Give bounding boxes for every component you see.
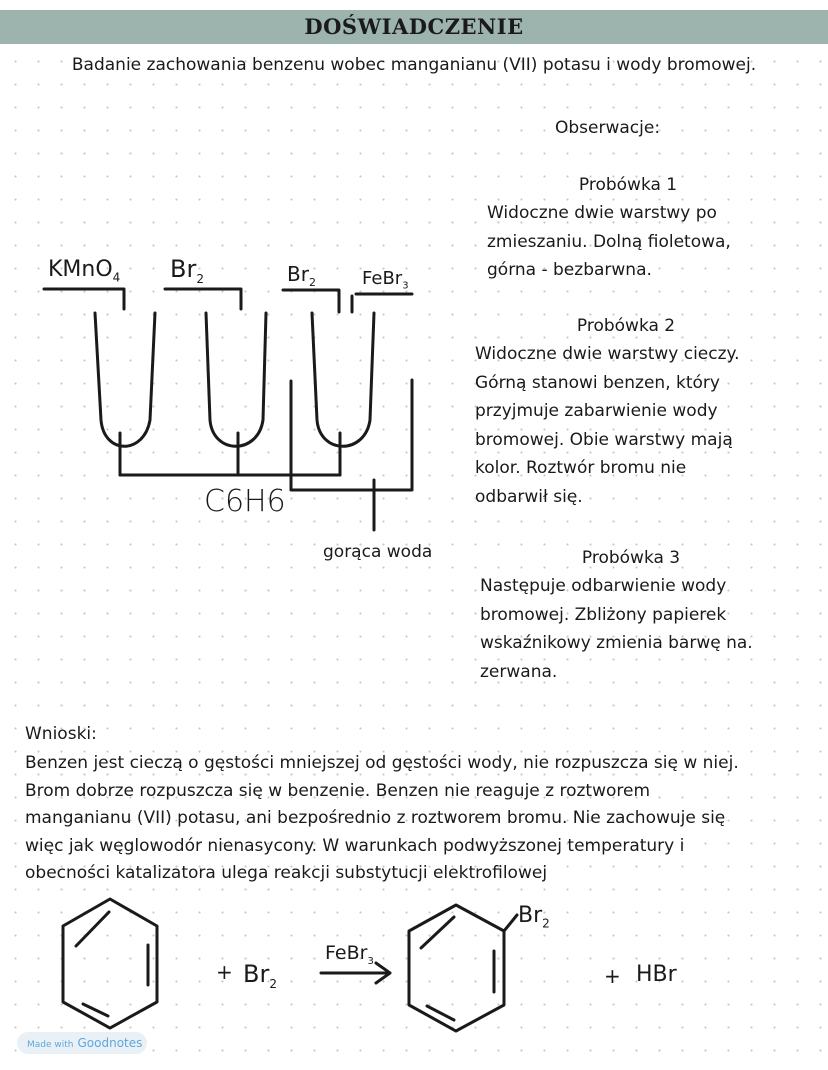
conclusions-text: Benzen jest cieczą o gęstości mniejszej …: [25, 753, 739, 883]
product-br-substituent: Br2: [518, 903, 550, 931]
tube-2-observation: Widoczne dwie warstwy cieczy. Górną stan…: [475, 344, 740, 507]
tube-1-title: Probówka 1: [578, 175, 678, 195]
tube-2-title: Probówka 2: [576, 316, 676, 336]
hot-water-label: gorąca woda: [323, 542, 433, 562]
test-tube-2: [163, 287, 268, 477]
reaction-plus-2: +: [604, 964, 621, 988]
reaction-plus-1: +: [216, 960, 233, 984]
reagent-br2-label-1: Br2: [170, 255, 204, 286]
test-tube-1: [42, 287, 157, 477]
observations-heading: Obserwacje:: [555, 118, 661, 138]
reagent-kmno4-label: KMnO4: [48, 257, 121, 285]
header-band: [0, 10, 828, 44]
reaction-br2-reagent: Br2: [243, 960, 277, 991]
conclusions-label: Wnioski:: [25, 724, 97, 744]
tube-3-observation: Następuje odbarwienie wody bromowej. Zbl…: [480, 576, 753, 682]
experiment-subtitle: Badanie zachowania benzenu wobec mangani…: [71, 55, 757, 75]
reaction-hbr-byproduct: HBr: [636, 962, 677, 987]
page-title: DOŚWIADCZENIE: [304, 14, 524, 39]
benzene-ring-product: [407, 903, 519, 1033]
tube-3-title: Probówka 3: [581, 548, 681, 568]
benzene-ring-reactant: [61, 897, 159, 1030]
benzene-c6h6-label: C6H6: [204, 484, 286, 519]
test-tube-3: [281, 288, 414, 477]
catalyst-febr3-label: FeBr3: [362, 268, 409, 292]
hot-water-bath: [289, 378, 414, 492]
reagent-br2-label-2: Br2: [287, 262, 316, 289]
reaction-febr3-catalyst: FeBr3: [325, 942, 374, 967]
tube-1-observation: Widoczne dwie warstwy po zmieszaniu. Dol…: [487, 203, 731, 280]
